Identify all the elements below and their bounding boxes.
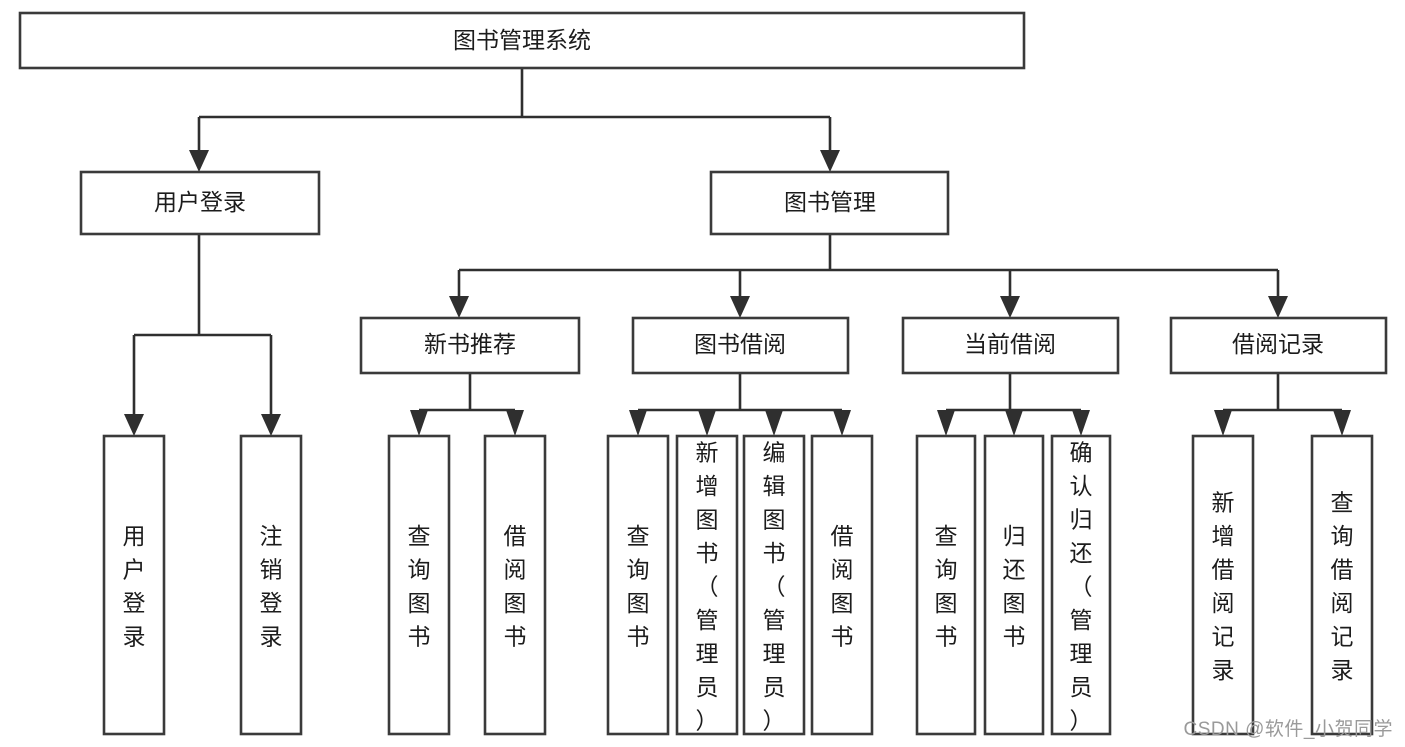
leaf-node-layer: 用户登录 注销登录 查询图书 借阅图书 查询图书 新增图书（管理员） 编辑图书（管理员） 借阅… (102, 434, 1374, 736)
node-book-manage-label: 图书管理 (784, 189, 876, 215)
arrowhead-leaf-return-book (1005, 410, 1023, 436)
leaf-leaf-add-book-label: 新增图书（管理员） (696, 439, 719, 733)
leaf-leaf-user-login[interactable]: 用户登录 (102, 434, 166, 736)
arrowhead-user-login (189, 150, 209, 172)
arrowhead-leaf-query-book-1 (410, 410, 428, 436)
node-book-manage[interactable]: 图书管理 (709, 170, 950, 236)
node-book-borrow[interactable]: 图书借阅 (631, 316, 850, 375)
arrowhead-leaf-confirm-return (1072, 410, 1090, 436)
leaf-leaf-query-book-3-box[interactable] (915, 434, 977, 736)
node-book-borrow-label: 图书借阅 (694, 331, 786, 357)
node-current-borrow-label: 当前借阅 (964, 331, 1056, 357)
csdn-watermark: CSDN @软件_小贺同学 (1183, 719, 1393, 740)
arrowhead-leaf-add-record (1214, 410, 1232, 436)
arrowhead-layer (124, 150, 1351, 436)
node-root-box[interactable] (18, 11, 1026, 70)
leaf-leaf-borrow-book-1-label: 借阅图书 (504, 523, 527, 650)
leaf-leaf-query-book-2-label: 查询图书 (627, 523, 650, 650)
leaf-leaf-query-book-1-label: 查询图书 (408, 523, 431, 650)
arrowhead-leaf-user-login (124, 414, 144, 436)
arrowhead-borrow-record (1268, 296, 1288, 318)
leaf-leaf-borrow-book-2-box[interactable] (810, 434, 874, 736)
leaf-leaf-return-book-label: 归还图书 (1003, 523, 1026, 650)
leaf-leaf-confirm-return-label: 确认归还（管理员） (1070, 439, 1093, 733)
arrowhead-leaf-borrow-book-1 (506, 410, 524, 436)
leaf-leaf-edit-book[interactable]: 编辑图书（管理员） (742, 434, 806, 736)
leaf-leaf-query-book-2[interactable]: 查询图书 (606, 434, 670, 736)
node-new-book-recommend-box[interactable] (359, 316, 581, 375)
arrowhead-leaf-query-book-3 (937, 410, 955, 436)
arrowhead-new-book-recommend (449, 296, 469, 318)
leaf-leaf-query-book-2-box[interactable] (606, 434, 670, 736)
leaf-leaf-add-book-box[interactable] (675, 434, 739, 736)
leaf-leaf-return-book-box[interactable] (983, 434, 1045, 736)
node-book-borrow-box[interactable] (631, 316, 850, 375)
node-user-login[interactable]: 用户登录 (79, 170, 321, 236)
leaf-leaf-edit-book-label: 编辑图书（管理员） (763, 439, 786, 733)
leaf-leaf-query-record[interactable]: 查询借阅记录 (1310, 434, 1374, 736)
arrowhead-book-manage (820, 150, 840, 172)
leaf-leaf-confirm-return-box[interactable] (1050, 434, 1112, 736)
node-current-borrow-box[interactable] (901, 316, 1120, 375)
node-current-borrow[interactable]: 当前借阅 (901, 316, 1120, 375)
leaf-leaf-logout-box[interactable] (239, 434, 303, 736)
leaf-leaf-add-record[interactable]: 新增借阅记录 (1191, 434, 1255, 736)
node-user-login-label: 用户登录 (154, 189, 246, 215)
leaf-leaf-borrow-book-2-label: 借阅图书 (831, 523, 854, 650)
leaf-leaf-query-book-1[interactable]: 查询图书 (387, 434, 451, 736)
leaf-leaf-return-book[interactable]: 归还图书 (983, 434, 1045, 736)
arrowhead-leaf-add-book (698, 410, 716, 436)
node-borrow-record-box[interactable] (1169, 316, 1388, 375)
arrowhead-leaf-logout (261, 414, 281, 436)
arrowhead-leaf-edit-book (765, 410, 783, 436)
leaf-leaf-query-book-3[interactable]: 查询图书 (915, 434, 977, 736)
leaf-leaf-logout-label: 注销登录 (260, 523, 283, 650)
leaf-leaf-query-book-1-box[interactable] (387, 434, 451, 736)
leaf-leaf-confirm-return[interactable]: 确认归还（管理员） (1050, 434, 1112, 736)
node-borrow-record[interactable]: 借阅记录 (1169, 316, 1388, 375)
arrowhead-current-borrow (1000, 296, 1020, 318)
node-borrow-record-label: 借阅记录 (1232, 331, 1324, 357)
leaf-leaf-logout[interactable]: 注销登录 (239, 434, 303, 736)
node-book-manage-box[interactable] (709, 170, 950, 236)
node-user-login-box[interactable] (79, 170, 321, 236)
leaf-leaf-add-record-label: 新增借阅记录 (1212, 490, 1235, 684)
leaf-leaf-edit-book-box[interactable] (742, 434, 806, 736)
leaf-leaf-borrow-book-1[interactable]: 借阅图书 (483, 434, 547, 736)
leaf-leaf-query-book-3-label: 查询图书 (935, 523, 958, 650)
node-new-book-recommend-label: 新书推荐 (424, 331, 516, 357)
node-new-book-recommend[interactable]: 新书推荐 (359, 316, 581, 375)
leaf-leaf-query-record-box[interactable] (1310, 434, 1374, 736)
leaf-leaf-borrow-book-2[interactable]: 借阅图书 (810, 434, 874, 736)
arrowhead-book-borrow (730, 296, 750, 318)
leaf-leaf-borrow-book-1-box[interactable] (483, 434, 547, 736)
arrowhead-leaf-query-book-2 (629, 410, 647, 436)
leaf-leaf-query-record-label: 查询借阅记录 (1331, 490, 1354, 684)
node-root[interactable]: 图书管理系统 (18, 11, 1026, 70)
leaf-leaf-add-book[interactable]: 新增图书（管理员） (675, 434, 739, 736)
leaf-leaf-user-login-box[interactable] (102, 434, 166, 736)
arrowhead-leaf-borrow-book-2 (833, 410, 851, 436)
arrowhead-leaf-query-record (1333, 410, 1351, 436)
leaf-leaf-add-record-box[interactable] (1191, 434, 1255, 736)
leaf-leaf-user-login-label: 用户登录 (123, 523, 146, 650)
node-root-label: 图书管理系统 (453, 27, 591, 53)
